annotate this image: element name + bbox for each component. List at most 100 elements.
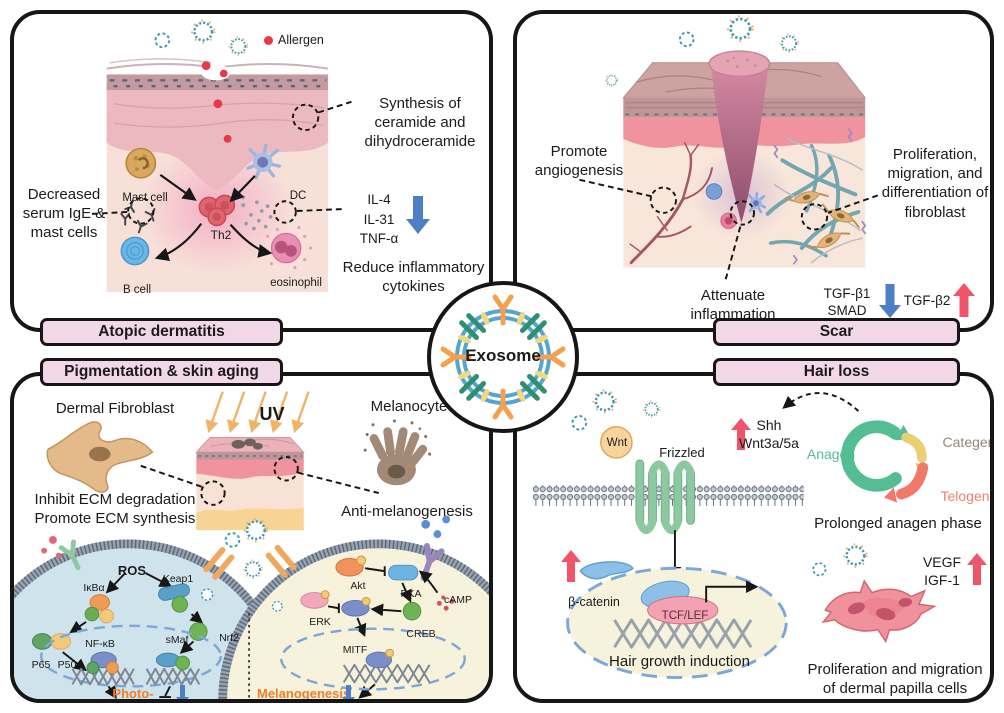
creb-label: CREB: [406, 628, 436, 640]
uv-label: UV: [259, 404, 285, 424]
down-arrow-icon: [406, 196, 430, 234]
p65-label: P65: [31, 659, 51, 671]
down-arrow-icon: [879, 284, 901, 318]
exosome-mini-icon: [592, 388, 618, 414]
quadrant-atopic-dermatitis: Allergen Synthesis of ceramide and dihyd…: [10, 10, 493, 332]
th2-cell-icon: [198, 194, 236, 227]
erk-icon: [300, 590, 330, 609]
exosome-label: Exosome: [465, 346, 541, 365]
fibroblast-cells: [784, 191, 861, 249]
synthesis-note: Synthesis of ceramide and dihydroceramid…: [364, 95, 476, 151]
prolonged-anagen-note: Prolonged anagen phase: [814, 515, 982, 532]
nfkb-label: NF-κB: [85, 638, 115, 650]
exosome-mini-icon: [154, 32, 171, 49]
down-arrow-icon: [176, 685, 189, 699]
label-hair-loss: Hair loss: [713, 358, 960, 386]
frizzled-label: Frizzled: [659, 445, 705, 460]
ikba-label: IκBα: [83, 582, 105, 594]
immune-cells: [705, 183, 766, 230]
up-arrow-icon: [953, 283, 975, 317]
membrane-channel-icons: [203, 544, 297, 580]
melanocyte-icon: [363, 419, 432, 486]
mitf-label: MITF: [342, 644, 368, 656]
eosinophil-label: eosinophil: [270, 277, 322, 289]
dermal-fibroblast-icon: [46, 421, 154, 493]
up-arrow-icon: [561, 550, 581, 582]
nucleus-right: [280, 627, 466, 691]
smaf-label: sMaf: [165, 634, 189, 646]
exosome-mini-icon: [642, 400, 661, 418]
wnt-icon: [600, 426, 633, 459]
ligand-dots-red: [41, 536, 62, 559]
label-pigmentation: Pigmentation & skin aging: [40, 358, 283, 386]
shh-wnt-label: Shh Wnt3a/5a: [739, 417, 799, 451]
exosome-mini-icon: [190, 19, 216, 44]
pka-label: PKA: [400, 588, 422, 600]
ligand-dots-blue: [421, 515, 451, 538]
hair-loss-illustration: [532, 388, 937, 679]
exosome-mini-icon: [843, 543, 868, 568]
exosome-mini-icon: [678, 31, 695, 48]
melanocyte-label: Melanocyte: [370, 398, 448, 415]
scar-illustration: [579, 14, 879, 280]
quadrant-pigmentation: Dermal Fibroblast UV Melanocyte Inhibit …: [10, 372, 493, 703]
ros-label: ROS: [117, 563, 147, 578]
pigmentation-illustration: [14, 391, 489, 699]
dashed-callouts: [92, 100, 352, 225]
dermal-fibroblast-label: Dermal Fibroblast: [55, 400, 175, 417]
uv-skin-block: [195, 436, 305, 531]
exosome-mini-icon: [812, 562, 827, 577]
anti-melanogenesis-note: Anti-melanogenesis: [341, 503, 473, 520]
green-tetraspanin-icons: [459, 313, 547, 401]
dermal-papilla-cells-icon: [821, 579, 937, 644]
exosome-mini-icon: [224, 532, 241, 548]
skin-block: [622, 50, 867, 268]
keap1-label: Keap1: [162, 573, 194, 585]
exosome-vesicle-icon: [440, 294, 566, 420]
dashed-callouts: [579, 178, 879, 280]
smaf-complex: [155, 652, 191, 671]
label-scar: Scar: [713, 318, 960, 346]
hair-growth-note: Hair growth induction: [609, 653, 750, 670]
label-atopic-dermatitis: Atopic dermatitis: [40, 318, 283, 346]
allergen-legend: Allergen: [264, 32, 359, 48]
hair-cycle-diagram: [841, 420, 929, 503]
exosome-mini-icon: [604, 73, 619, 88]
papilla-note: Proliferation and migration of dermal pa…: [807, 661, 983, 698]
ikba-complex: [84, 594, 114, 624]
antibody-icons: [120, 200, 156, 234]
pka-icon: [388, 564, 419, 581]
blood-vessels: [629, 141, 714, 265]
dc-label: DC: [289, 190, 307, 202]
mast-cell-icon: [125, 147, 157, 179]
collagen-fibers: [765, 128, 867, 265]
transcription-arrow: [705, 580, 759, 603]
th2-label: Th2: [210, 228, 232, 242]
akt-label: Akt: [350, 580, 366, 592]
uv-rays: [205, 391, 310, 434]
telogen-label: Telogen: [940, 488, 990, 504]
beta-catenin-icon: [579, 561, 634, 580]
wound-funnel: [708, 50, 771, 223]
allergen-dots: [201, 61, 232, 143]
allergen-dot-icon: [264, 36, 273, 46]
photo-damage-label: Photo-damage: [112, 686, 154, 701]
p50-label: P50: [57, 659, 77, 671]
flow-arrows: [154, 174, 273, 262]
mitf-cyto-icon: [341, 597, 371, 617]
cytokine-list: IL-4 IL-31 TNF-α: [359, 192, 399, 247]
atopic-illustration: [92, 19, 352, 292]
categen-label: Categen: [942, 434, 994, 450]
anagen-label: Anagen: [806, 446, 856, 462]
nrf2-icon: [189, 622, 208, 641]
mast-cell-label: Mast cell: [122, 192, 168, 204]
wnt-label: Wnt: [606, 437, 628, 449]
up-arrow-icon: [967, 553, 987, 585]
eosinophil-icon: [266, 225, 313, 270]
ecm-note: Inhibit ECM degradation Promote ECM synt…: [34, 491, 196, 528]
mitf-nuclear-icon: [365, 648, 394, 669]
reduce-cytokines-note: Reduce inflammatory cytokines: [342, 259, 485, 296]
cycle-to-shh-dashed-arrow: [782, 392, 860, 412]
creb-icon: [402, 601, 422, 621]
signal-arrows-right: [327, 566, 439, 699]
